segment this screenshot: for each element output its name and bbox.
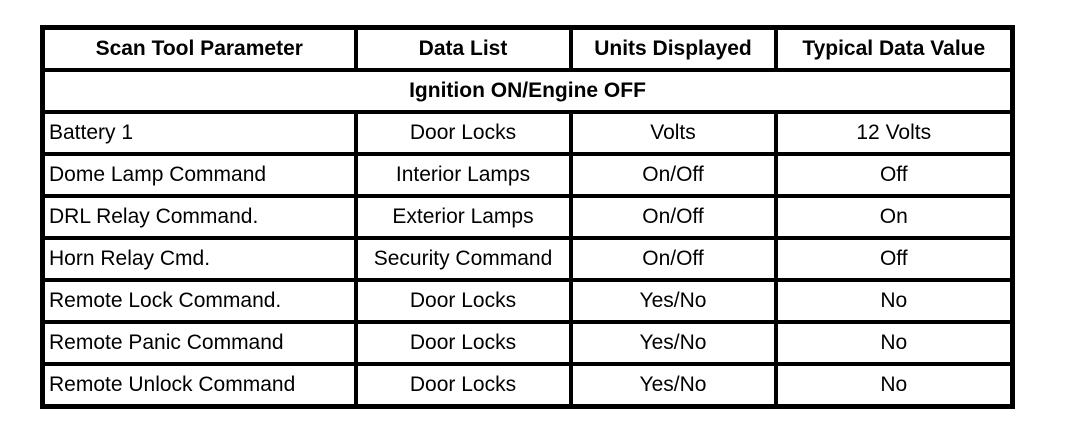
cell-value: 12 Volts (773, 110, 1015, 156)
header-data-list: Data List (353, 25, 573, 72)
cell-parameter: Horn Relay Cmd. (40, 236, 358, 282)
cell-parameter: Remote Panic Command (40, 320, 358, 366)
cell-value: No (773, 320, 1015, 366)
cell-value: No (773, 362, 1015, 409)
cell-data-list: Exterior Lamps (353, 194, 573, 240)
table-row: DRL Relay Command. Exterior Lamps On/Off… (40, 194, 1015, 240)
cell-data-list: Security Command (353, 236, 573, 282)
cell-parameter: Remote Unlock Command (40, 362, 358, 409)
header-typical-data-value: Typical Data Value (773, 25, 1015, 72)
cell-units: Yes/No (568, 278, 778, 324)
cell-data-list: Interior Lamps (353, 152, 573, 198)
cell-units: Volts (568, 110, 778, 156)
cell-data-list: Door Locks (353, 362, 573, 409)
cell-units: Yes/No (568, 362, 778, 409)
cell-units: On/Off (568, 236, 778, 282)
header-scan-tool-parameter: Scan Tool Parameter (40, 25, 358, 72)
cell-parameter: Remote Lock Command. (40, 278, 358, 324)
cell-value: Off (773, 152, 1015, 198)
table-row: Dome Lamp Command Interior Lamps On/Off … (40, 152, 1015, 198)
section-row: Ignition ON/Engine OFF (40, 68, 1015, 114)
table-row: Remote Panic Command Door Locks Yes/No N… (40, 320, 1015, 366)
cell-parameter: Battery 1 (40, 110, 358, 156)
table-row: Battery 1 Door Locks Volts 12 Volts (40, 110, 1015, 156)
cell-units: On/Off (568, 194, 778, 240)
cell-units: Yes/No (568, 320, 778, 366)
header-units-displayed: Units Displayed (568, 25, 778, 72)
header-row: Scan Tool Parameter Data List Units Disp… (40, 25, 1015, 72)
cell-parameter: DRL Relay Command. (40, 194, 358, 240)
cell-parameter: Dome Lamp Command (40, 152, 358, 198)
section-title-ignition-on-engine-off: Ignition ON/Engine OFF (40, 68, 1015, 114)
cell-value: Off (773, 236, 1015, 282)
cell-data-list: Door Locks (353, 320, 573, 366)
table-row: Remote Lock Command. Door Locks Yes/No N… (40, 278, 1015, 324)
cell-data-list: Door Locks (353, 278, 573, 324)
cell-data-list: Door Locks (353, 110, 573, 156)
cell-value: On (773, 194, 1015, 240)
table-row: Remote Unlock Command Door Locks Yes/No … (40, 362, 1015, 409)
table-row: Horn Relay Cmd. Security Command On/Off … (40, 236, 1015, 282)
cell-units: On/Off (568, 152, 778, 198)
cell-value: No (773, 278, 1015, 324)
scan-tool-data-table: Scan Tool Parameter Data List Units Disp… (40, 25, 1015, 409)
